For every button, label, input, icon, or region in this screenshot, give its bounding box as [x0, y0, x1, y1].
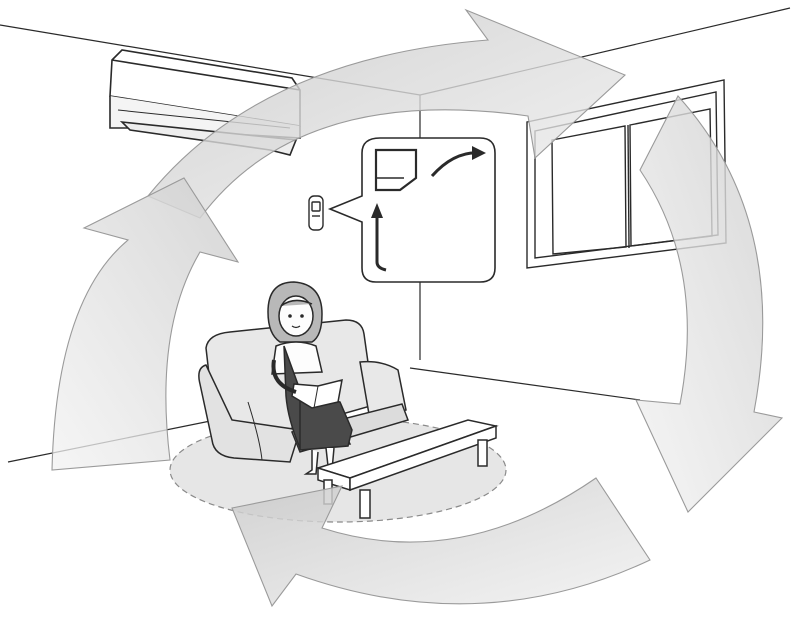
circulation-arrows: [51, 8, 784, 608]
circulation-arrow-top: [147, 8, 627, 219]
remote-callout-bubble: [327, 137, 496, 283]
circulation-arrow-left: [51, 177, 240, 471]
woman-reading: [267, 281, 353, 475]
circulation-arrow-right: [635, 95, 784, 513]
remote-control: [308, 195, 324, 231]
circulation-arrow-bottom: [231, 477, 651, 608]
